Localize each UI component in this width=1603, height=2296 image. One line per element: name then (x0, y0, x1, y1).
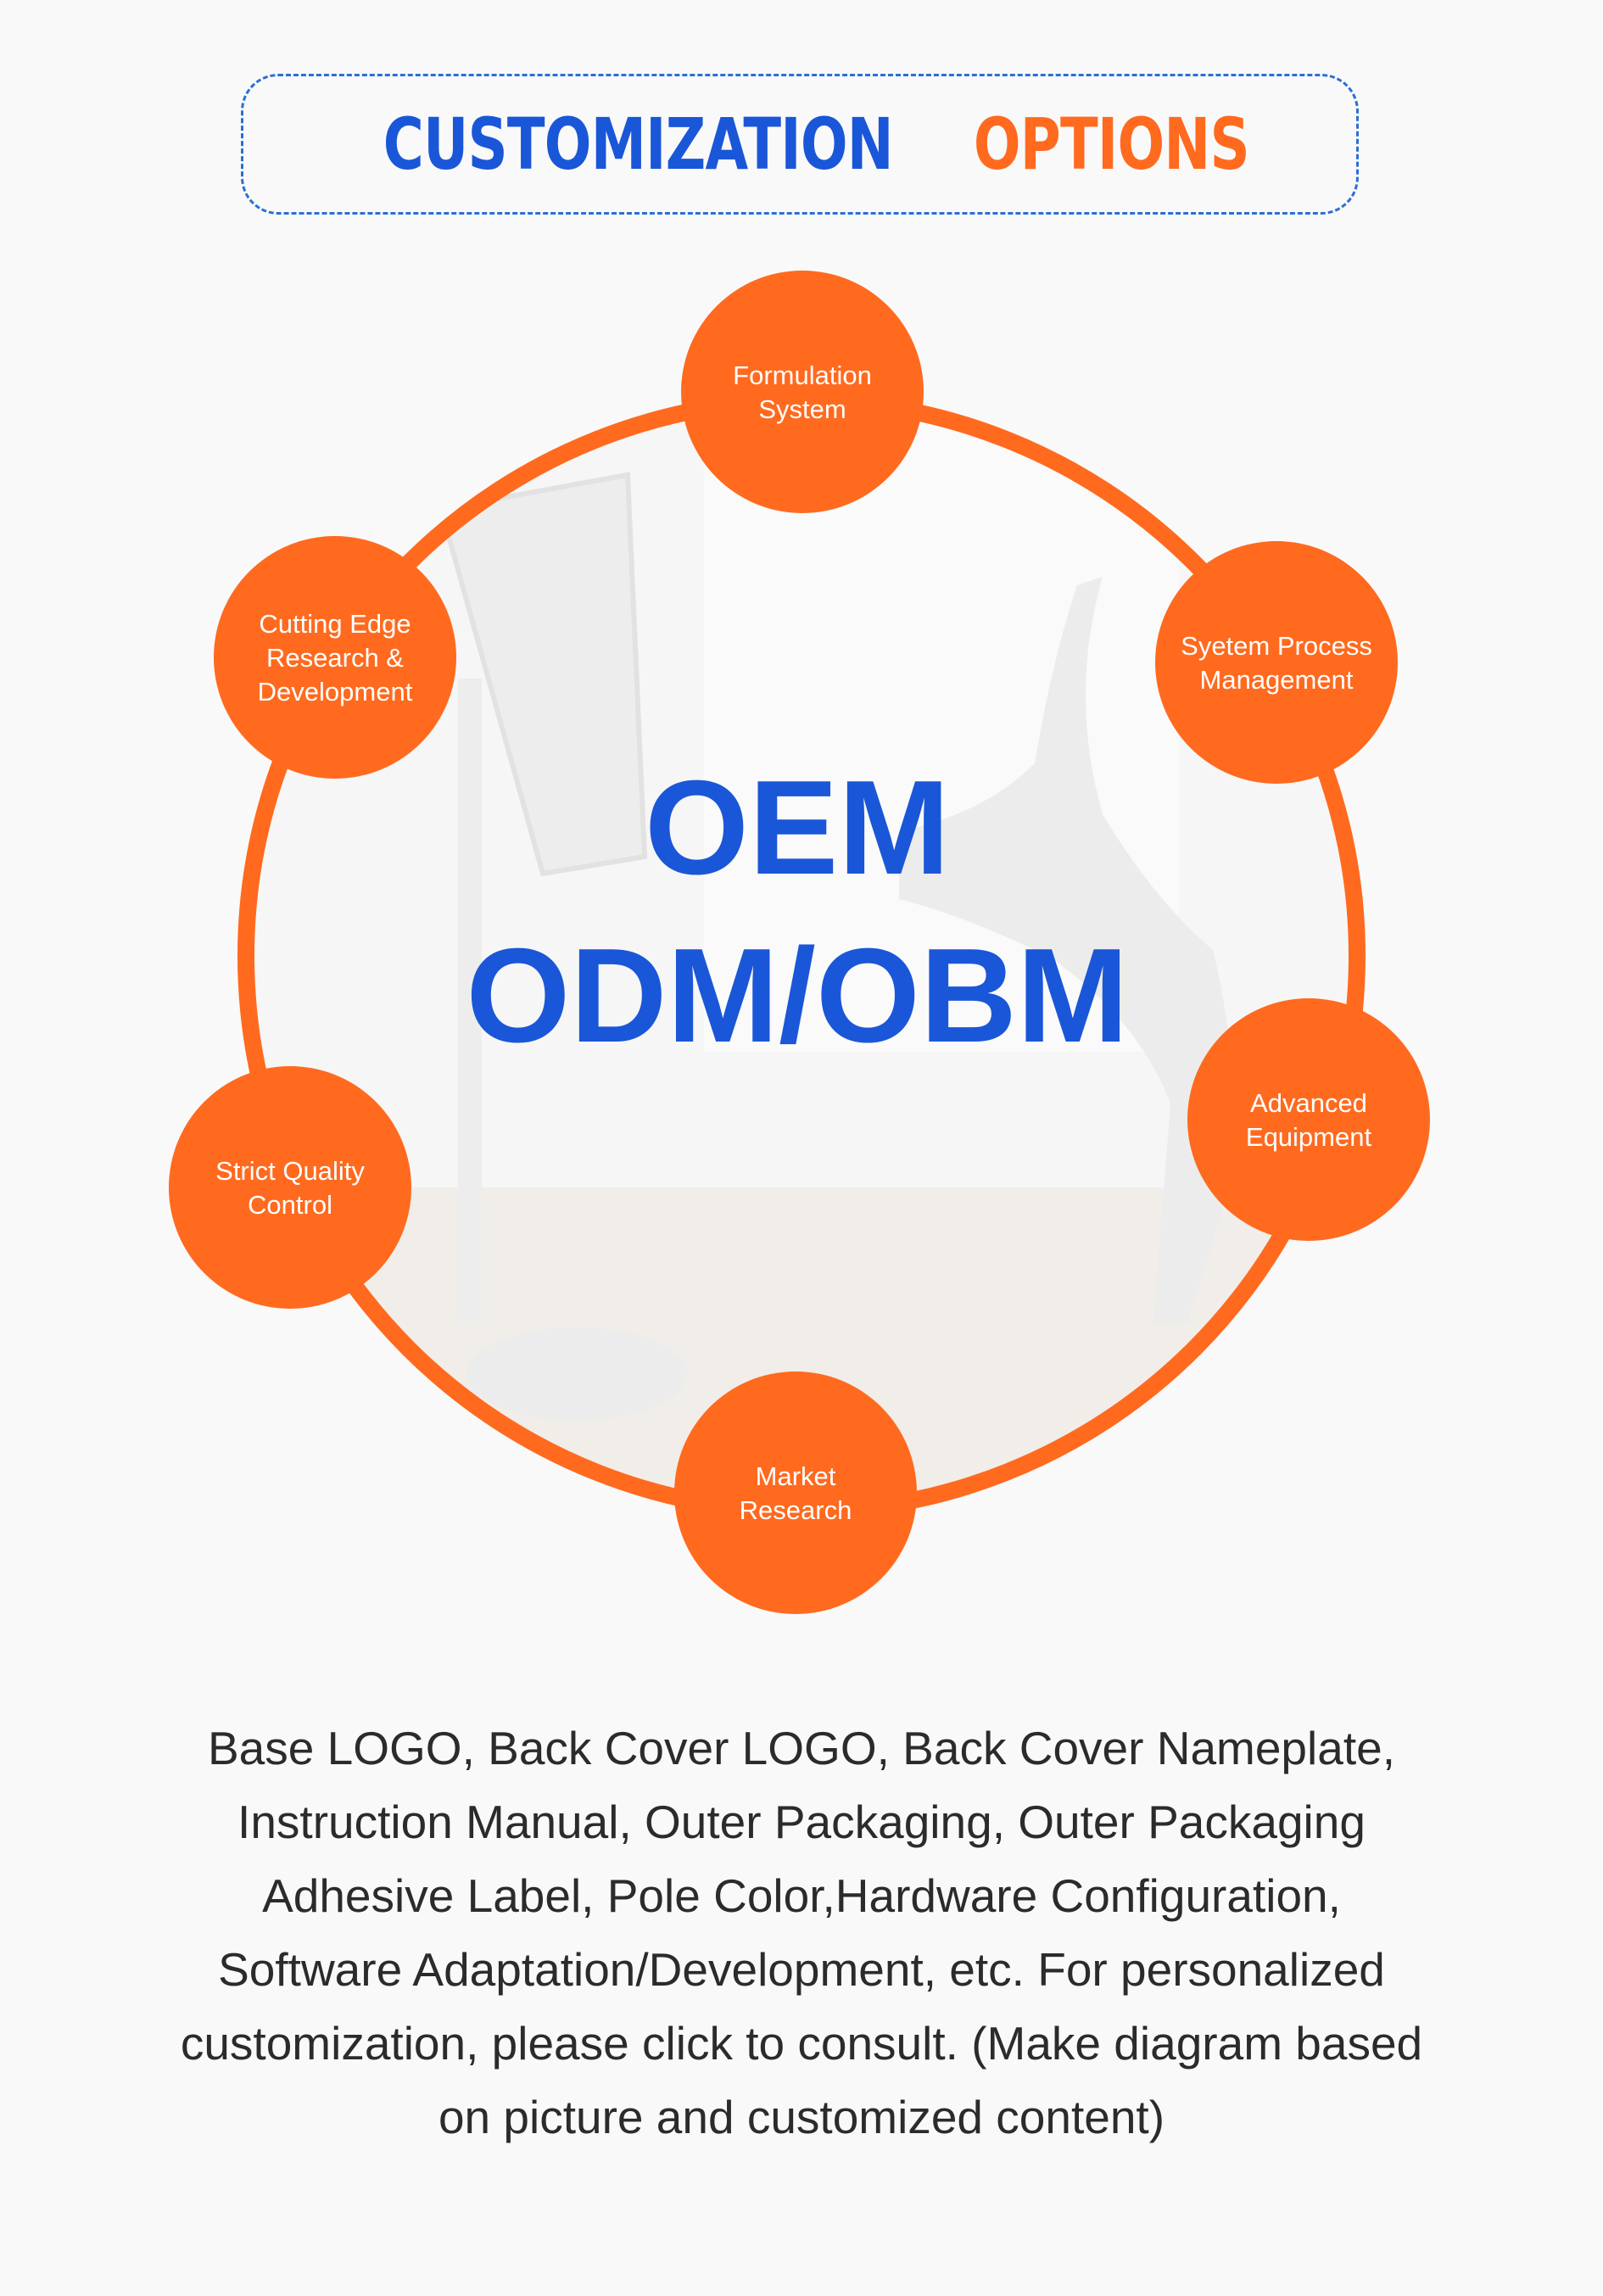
description-line: on picture and customized content) (81, 2081, 1522, 2154)
description-line: Software Adaptation/Development, etc. Fo… (81, 1933, 1522, 2007)
node-label: Development (258, 677, 413, 707)
description-line: customization, please click to consult. … (81, 2007, 1522, 2081)
node-label: Advanced (1250, 1088, 1367, 1118)
node-circle (169, 1066, 411, 1309)
node-circle (674, 1371, 917, 1614)
node-label: Management (1200, 665, 1354, 695)
node-circle (1155, 541, 1398, 784)
customization-description: Base LOGO, Back Cover LOGO, Back Cover N… (81, 1712, 1522, 2154)
node-label: Control (248, 1190, 332, 1220)
center-text-odm-obm: ODM/OBM (466, 921, 1128, 1070)
node-label: Syetem Process (1181, 631, 1372, 661)
node-label: Strict Quality (215, 1156, 365, 1186)
node-label: Research (740, 1495, 852, 1525)
description-line: Base LOGO, Back Cover LOGO, Back Cover N… (81, 1712, 1522, 1785)
node-circle (1187, 998, 1430, 1241)
node-label: Cutting Edge (259, 609, 411, 639)
center-text-oem: OEM (645, 753, 950, 902)
node-label: Research & (266, 643, 404, 673)
node-circle (681, 271, 924, 513)
description-line: Instruction Manual, Outer Packaging, Out… (81, 1785, 1522, 1859)
node-label: Formulation (733, 360, 872, 390)
description-line: Adhesive Label, Pole Color,Hardware Conf… (81, 1859, 1522, 1933)
node-label: Market (756, 1461, 836, 1491)
node-label: System (758, 394, 846, 424)
node-label: Equipment (1246, 1122, 1372, 1152)
